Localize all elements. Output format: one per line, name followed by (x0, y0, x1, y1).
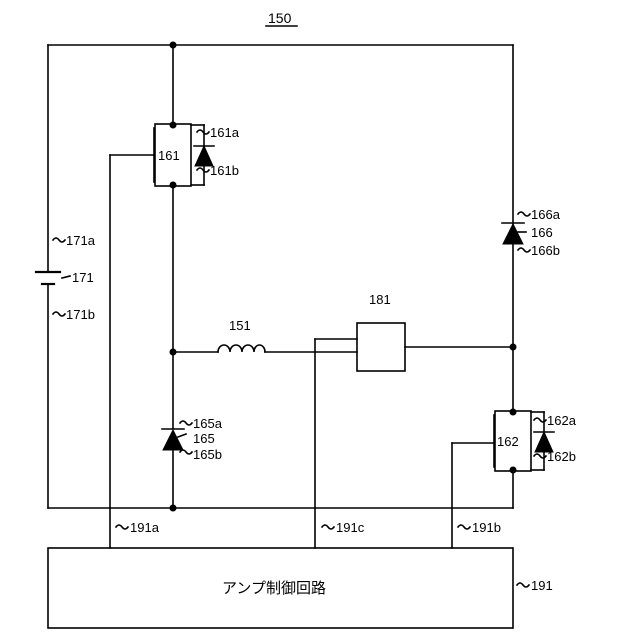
label-166a: 166a (531, 207, 561, 222)
junction-dot (170, 122, 177, 129)
label-171: 171 (72, 270, 94, 285)
label-166b: 166b (531, 243, 560, 258)
junction-dots (170, 42, 517, 512)
label-165b: 165b (193, 447, 222, 462)
label-162a: 162a (547, 413, 577, 428)
label-191b: 191b (472, 520, 501, 535)
junction-dot (510, 344, 517, 351)
block-181 (357, 323, 405, 371)
junction-dot (170, 42, 177, 49)
label-171a: 171a (66, 233, 96, 248)
label-162b: 162b (547, 449, 576, 464)
label-165: 165 (193, 431, 215, 446)
label-151: 151 (229, 318, 251, 333)
diode-166 (502, 223, 524, 244)
label-191a: 191a (130, 520, 160, 535)
label-162: 162 (497, 434, 519, 449)
amp-control-text: アンプ制御回路 (222, 579, 326, 597)
main-wires (48, 45, 513, 508)
label-171b: 171b (66, 307, 95, 322)
label-161: 161 (158, 148, 180, 163)
label-161a: 161a (210, 125, 240, 140)
diode-165 (162, 429, 184, 450)
leader-lines (53, 130, 546, 587)
junction-dot (170, 349, 177, 356)
label-161b: 161b (210, 163, 239, 178)
label-166: 166 (531, 225, 553, 240)
battery-171 (36, 272, 60, 284)
junction-dot (170, 505, 177, 512)
label-165a: 165a (193, 416, 223, 431)
label-191c: 191c (336, 520, 365, 535)
junction-dot (170, 182, 177, 189)
label-181: 181 (369, 292, 391, 307)
junction-dot (510, 409, 517, 416)
label-191: 191 (531, 578, 553, 593)
junction-dot (510, 467, 517, 474)
inductor-151 (218, 345, 265, 352)
figure-title: 150 (268, 10, 292, 26)
